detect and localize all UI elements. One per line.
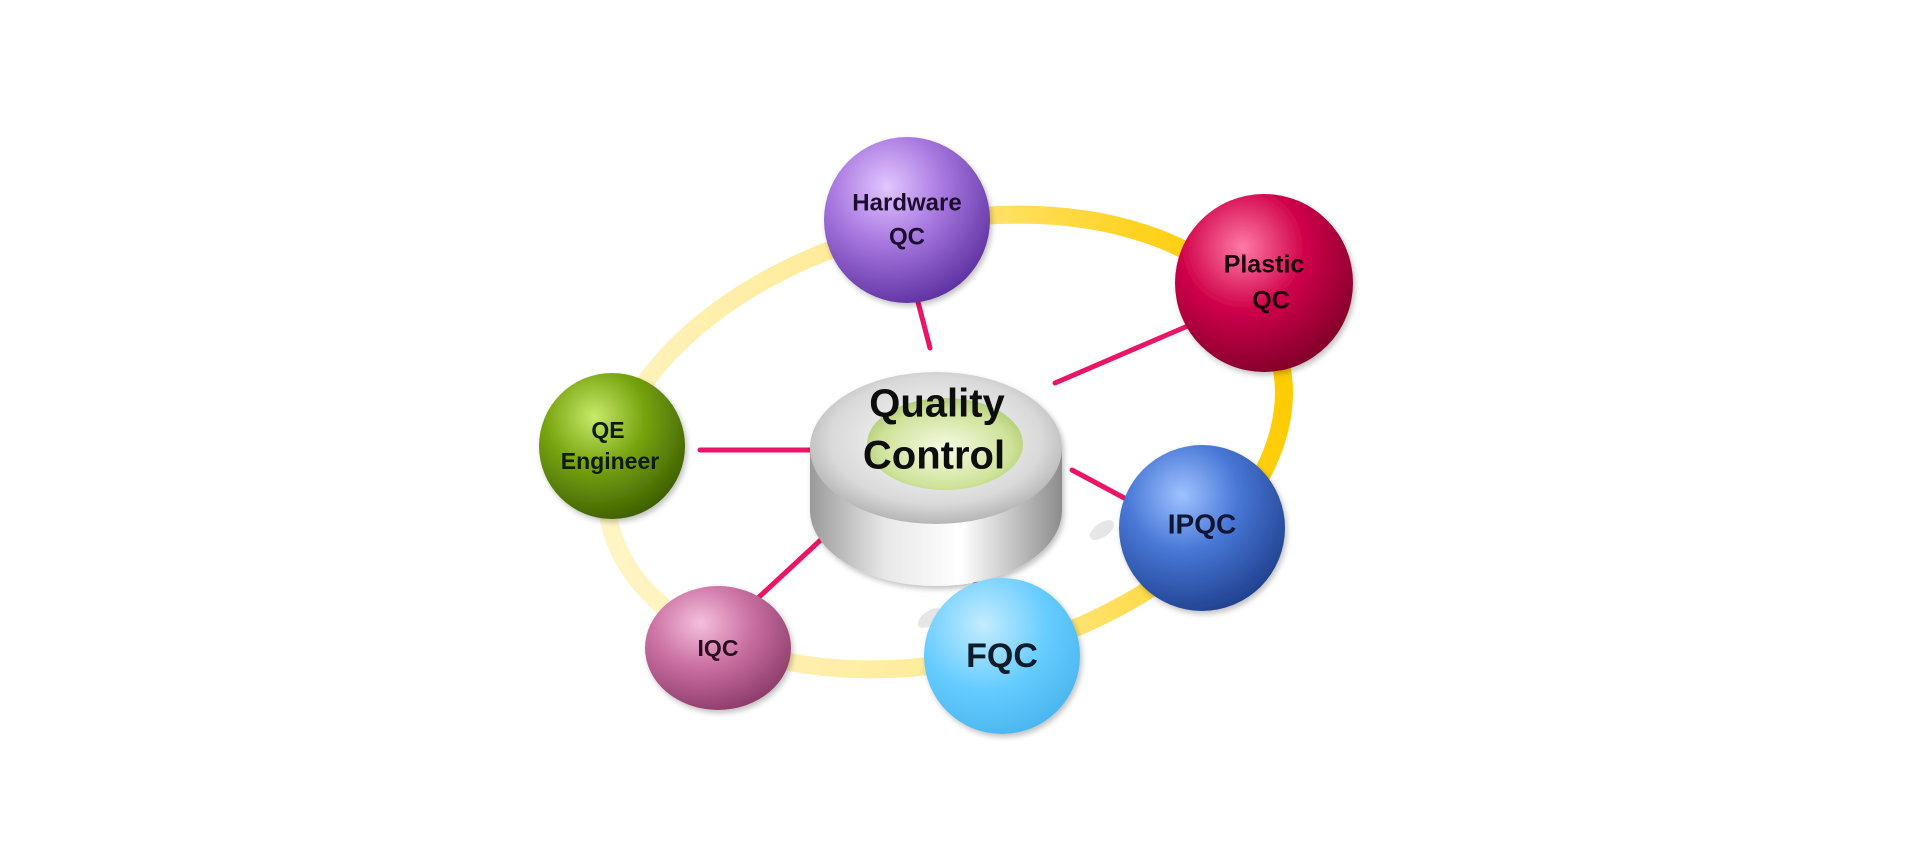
node-ipqc-label: IPQC <box>1168 508 1236 539</box>
node-qe-engineer: QE Engineer <box>539 373 685 519</box>
center-label-line1: Quality <box>869 382 1005 426</box>
node-plastic-qc-line1: Plastic <box>1224 251 1305 279</box>
node-plastic-qc: Plastic QC <box>1175 194 1353 372</box>
node-qe-engineer-line1: QE <box>591 417 624 443</box>
connector-hardware-qc <box>915 299 933 351</box>
center-label-line2: Control <box>863 434 1005 478</box>
connector-plastic-qc <box>1052 322 1193 386</box>
node-fqc-label: FQC <box>966 637 1038 675</box>
node-iqc: IQC <box>645 586 791 710</box>
node-hardware-qc-line2: QC <box>889 223 925 250</box>
connector-ipqc <box>1069 467 1131 503</box>
reflection-marks <box>917 520 1115 628</box>
node-iqc-label: IQC <box>698 635 739 661</box>
node-hardware-qc-line1: Hardware <box>852 189 961 216</box>
node-qe-engineer-line2: Engineer <box>561 448 659 474</box>
center-disc: Quality Control <box>810 372 1062 586</box>
node-hardware-qc: Hardware QC <box>824 137 990 303</box>
node-plastic-qc-line2: QC <box>1252 287 1290 315</box>
node-ipqc: IPQC <box>1119 445 1285 611</box>
node-fqc: FQC <box>924 578 1080 734</box>
